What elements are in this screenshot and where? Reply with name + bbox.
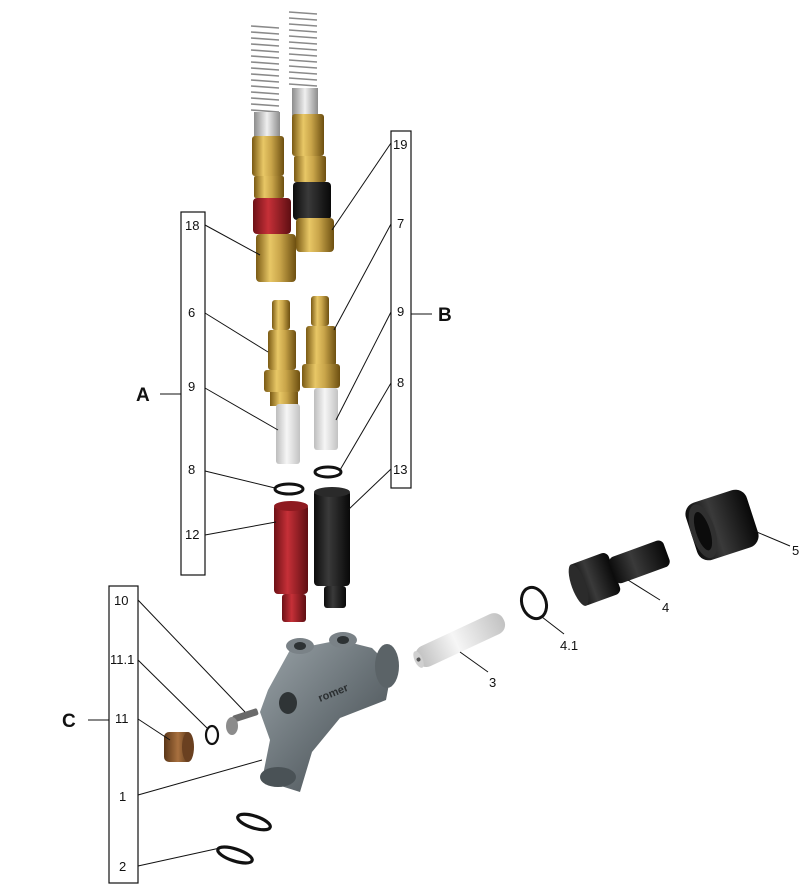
group-c-letter: C bbox=[62, 711, 76, 732]
sleeve-12-part bbox=[274, 501, 308, 622]
adapter-4-part bbox=[568, 540, 670, 606]
callout-a-18: 18 bbox=[185, 218, 199, 233]
callout-5: 5 bbox=[792, 543, 799, 558]
sleeve-13-part bbox=[314, 487, 350, 608]
group-b-frame: B 19 7 9 8 13 bbox=[331, 130, 452, 511]
o-ring-8-a-part bbox=[273, 482, 305, 496]
group-c-frame: C 10 11.1 11 1 2 bbox=[62, 585, 263, 884]
callout-a-12: 12 bbox=[185, 527, 199, 542]
nozzle-3-part bbox=[413, 613, 506, 668]
callout-c-10: 10 bbox=[114, 593, 128, 608]
callout-a-6: 6 bbox=[188, 305, 195, 320]
hose-coupling-a-part bbox=[250, 25, 296, 282]
spring-b-icon bbox=[288, 11, 318, 116]
callout-a-9: 9 bbox=[188, 379, 195, 394]
o-ring-11-1-part bbox=[204, 724, 220, 746]
tube-9-a-part bbox=[276, 404, 300, 464]
o-ring-2-b-part bbox=[216, 845, 254, 865]
group-a-letter: A bbox=[136, 385, 150, 406]
free-callouts: 3 4.1 4 5 bbox=[459, 529, 799, 690]
callout-c-1: 1 bbox=[119, 789, 126, 804]
callout-3: 3 bbox=[489, 675, 496, 690]
callout-b-7: 7 bbox=[397, 216, 404, 231]
tube-9-b-part bbox=[314, 388, 338, 450]
callout-c-2: 2 bbox=[119, 859, 126, 874]
valve-body-1-part: romer bbox=[260, 632, 399, 792]
o-ring-4-1-part bbox=[519, 585, 549, 621]
spring-a-icon bbox=[250, 25, 280, 138]
callout-a-8: 8 bbox=[188, 462, 195, 477]
nut-11-part bbox=[164, 732, 194, 762]
callout-c-11: 11 bbox=[115, 711, 129, 726]
callout-b-9: 9 bbox=[397, 304, 404, 319]
callout-b-13: 13 bbox=[393, 462, 407, 477]
o-ring-8-b-part bbox=[313, 465, 343, 479]
cap-5-part bbox=[685, 489, 759, 561]
callout-c-11-1: 11.1 bbox=[110, 652, 134, 667]
screw-10-part bbox=[226, 708, 259, 735]
callout-4: 4 bbox=[662, 600, 669, 615]
nipple-7-part bbox=[302, 296, 340, 388]
o-ring-2-a-part bbox=[236, 812, 272, 832]
callout-4-1: 4.1 bbox=[560, 638, 578, 653]
group-b-letter: B bbox=[438, 305, 452, 326]
callout-b-19: 19 bbox=[393, 137, 407, 152]
group-a-frame: A 18 6 9 8 12 bbox=[136, 211, 279, 576]
hose-coupling-b-part bbox=[288, 11, 334, 252]
callout-b-8: 8 bbox=[397, 375, 404, 390]
nipple-6-part bbox=[264, 300, 300, 406]
